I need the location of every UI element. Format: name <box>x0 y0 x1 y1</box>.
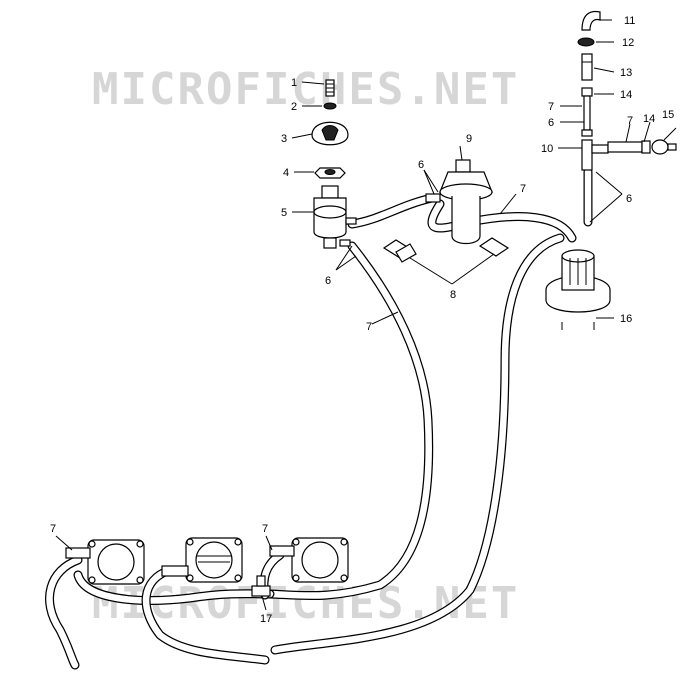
callout-8: 8 <box>450 289 456 301</box>
leader-lines <box>55 19 677 611</box>
part-screw <box>325 79 335 97</box>
throttle-body-left <box>65 539 145 585</box>
callout-7-vertical: 7 <box>548 101 554 113</box>
part-throttle-tee <box>251 575 271 597</box>
callout-4: 4 <box>283 167 289 179</box>
part-vertical-line <box>581 87 593 137</box>
callout-3: 3 <box>281 133 287 145</box>
part-washer <box>323 102 337 110</box>
callout-7-long-hose: 7 <box>366 321 372 333</box>
callout-7-filter-hose: 7 <box>520 183 526 195</box>
callout-15: 15 <box>662 109 674 121</box>
callout-6-filter-outlet: 6 <box>325 275 331 287</box>
callout-10: 10 <box>541 143 553 155</box>
part-horizontal-valve <box>607 139 677 155</box>
callout-6-tee: 6 <box>626 193 632 205</box>
callout-13: 13 <box>620 67 632 79</box>
callout-14-vertical: 14 <box>620 89 632 101</box>
callout-6-vertical: 6 <box>548 117 554 129</box>
callout-7-left: 7 <box>50 523 56 535</box>
part-tank-sender <box>545 249 611 330</box>
callout-2: 2 <box>291 101 297 113</box>
callout-14-horizontal: 14 <box>643 113 655 125</box>
callout-11: 11 <box>624 15 635 27</box>
part-check-valve <box>581 53 593 81</box>
part-elbow <box>581 10 601 31</box>
callout-7-middle: 7 <box>262 523 268 535</box>
callout-6-filter: 6 <box>418 159 424 171</box>
callout-9: 9 <box>466 133 472 145</box>
hoses <box>45 167 593 670</box>
callout-7-horizontal: 7 <box>627 115 633 127</box>
callout-12: 12 <box>622 37 634 49</box>
callout-5: 5 <box>281 207 287 219</box>
part-fuel-filter <box>313 185 357 249</box>
callout-17: 17 <box>260 613 272 625</box>
callout-1: 1 <box>291 77 297 89</box>
callouts: 1 2 3 4 5 6 6 6 6 7 7 7 7 7 7 8 9 10 11 … <box>50 15 674 625</box>
part-clamp <box>577 37 595 47</box>
throttle-body-middle <box>161 537 243 583</box>
part-cap <box>311 121 349 146</box>
watermark-top: MICROFICHES.NET <box>92 64 519 115</box>
part-clips <box>382 237 510 263</box>
throttle-body-right <box>269 537 349 583</box>
part-filter-bowl <box>425 159 493 245</box>
part-nut <box>314 167 346 179</box>
callout-16: 16 <box>620 313 632 325</box>
part-tee <box>581 139 609 171</box>
